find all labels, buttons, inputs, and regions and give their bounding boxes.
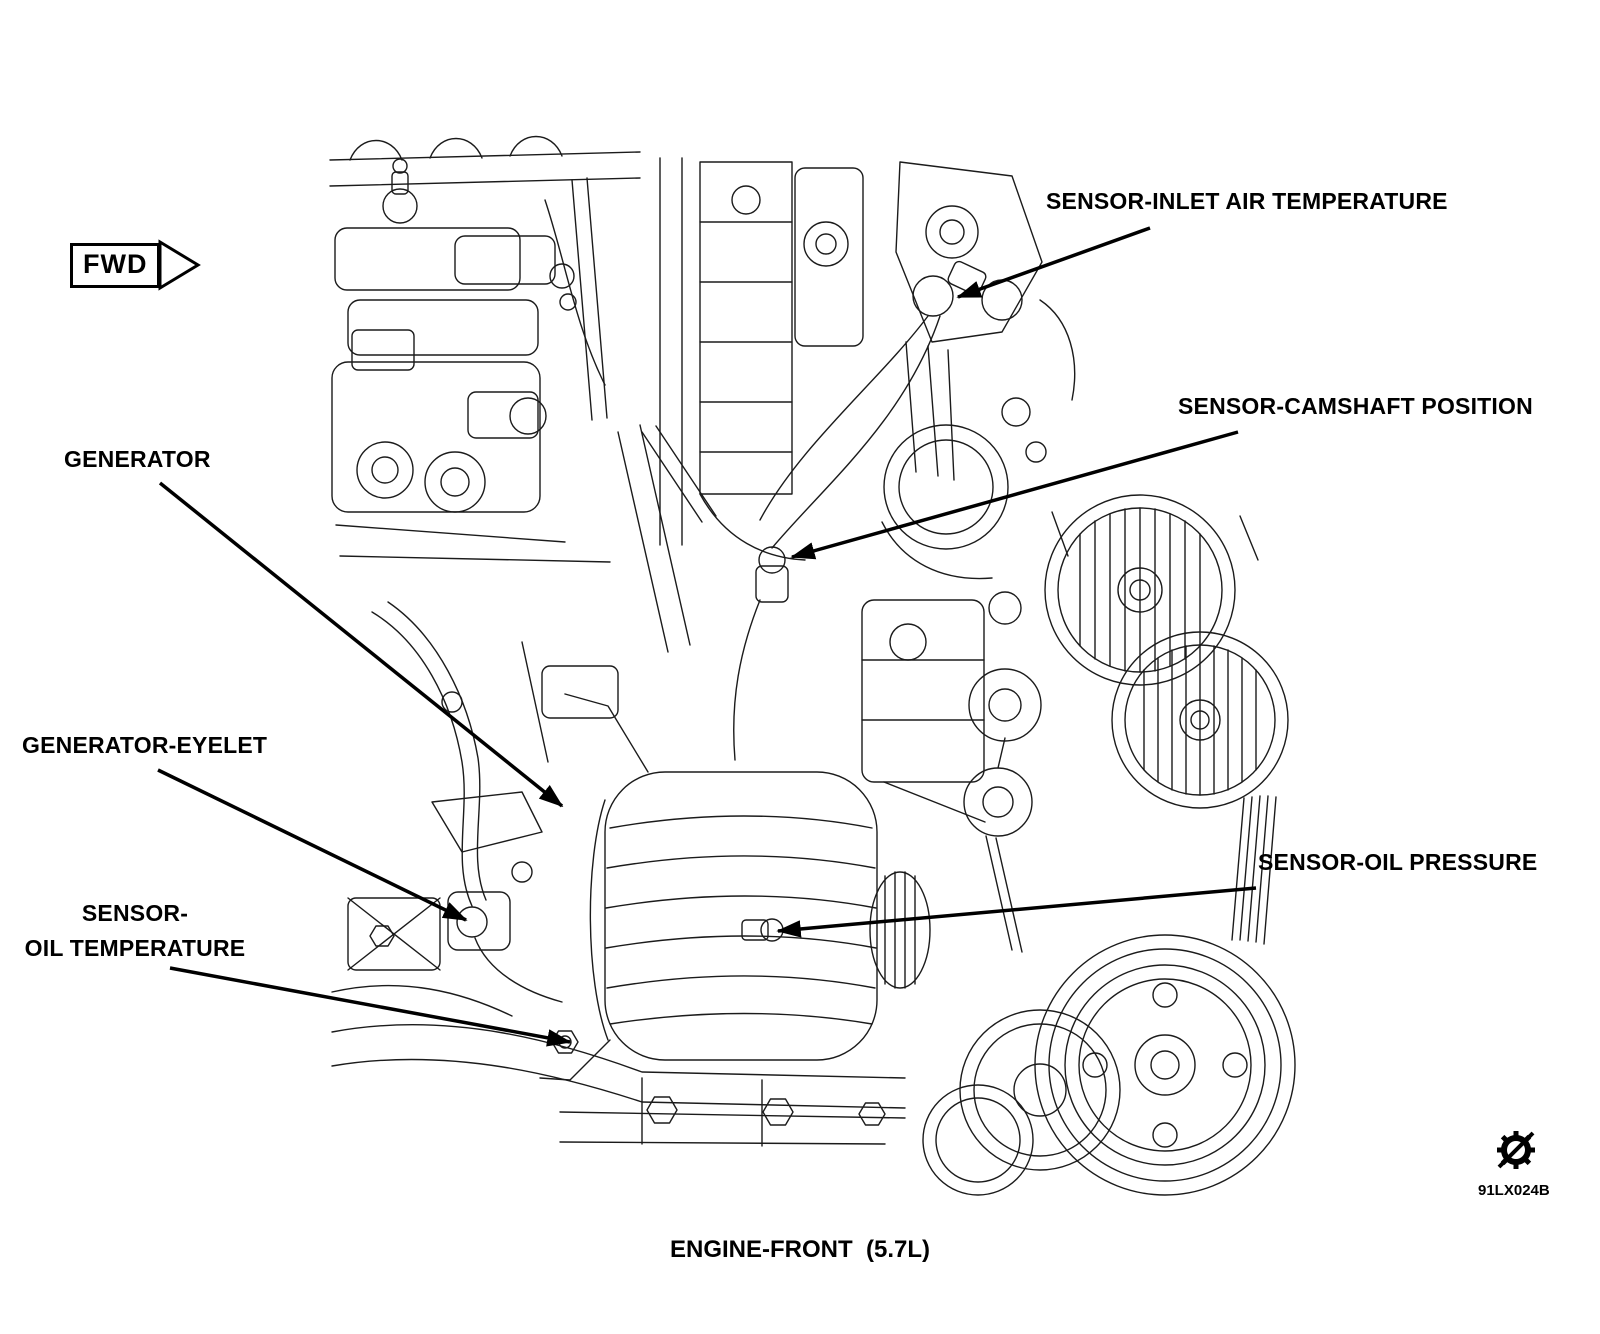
- fwd-label: FWD: [70, 242, 161, 288]
- label-oil-temperature-line2: OIL TEMPERATURE: [24, 934, 246, 961]
- figure-caption: ENGINE-FRONT (5.7L): [669, 1236, 930, 1263]
- label-inlet-air-temperature: SENSOR-INLET AIR TEMPERATURE: [1046, 188, 1448, 214]
- left-tube-bracket-art: [347, 601, 579, 1054]
- label-oil-temperature-line1: SENSOR-: [81, 900, 189, 926]
- leader-oil-temperature: [169, 966, 572, 1047]
- leader-oil-pressure: [776, 886, 1257, 938]
- leader-camshaft-position: [790, 430, 1239, 560]
- sensor-wiring-art: [733, 260, 987, 761]
- leader-generator: [158, 481, 564, 808]
- generator-eyelet-art: [456, 906, 488, 938]
- gear-slash-icon: [1497, 1131, 1535, 1169]
- valve-cover-intake-art: [329, 135, 641, 563]
- belt-drive-art: [963, 494, 1289, 953]
- frame-rail-art: [331, 984, 906, 1147]
- label-camshaft-position: SENSOR-CAMSHAFT POSITION: [1178, 393, 1533, 419]
- label-oil-pressure: SENSOR-OIL PRESSURE: [1258, 849, 1538, 875]
- label-generator: GENERATOR: [64, 446, 211, 472]
- leader-inlet-air-temperature: [956, 226, 1151, 299]
- label-generator-eyelet: GENERATOR-EYELET: [22, 732, 268, 758]
- figure-code: 91LX024B: [1478, 1182, 1550, 1199]
- inlet-air-temp-sensor-art: [912, 275, 954, 317]
- fwd-marker: FWD: [70, 238, 202, 292]
- generator-art: [447, 665, 931, 1081]
- crank-pulley-art: [922, 934, 1296, 1196]
- air-tube-bracket-art: [617, 157, 864, 653]
- fwd-arrow-icon: [158, 239, 202, 291]
- camshaft-position-sensor-art: [758, 546, 786, 574]
- water-outlet-art: [861, 161, 1076, 823]
- leader-generator-eyelet: [157, 768, 468, 922]
- label-oil-temperature: SENSOR- OIL TEMPERATURE: [24, 896, 246, 965]
- oil-pressure-sensor-art: [741, 918, 784, 942]
